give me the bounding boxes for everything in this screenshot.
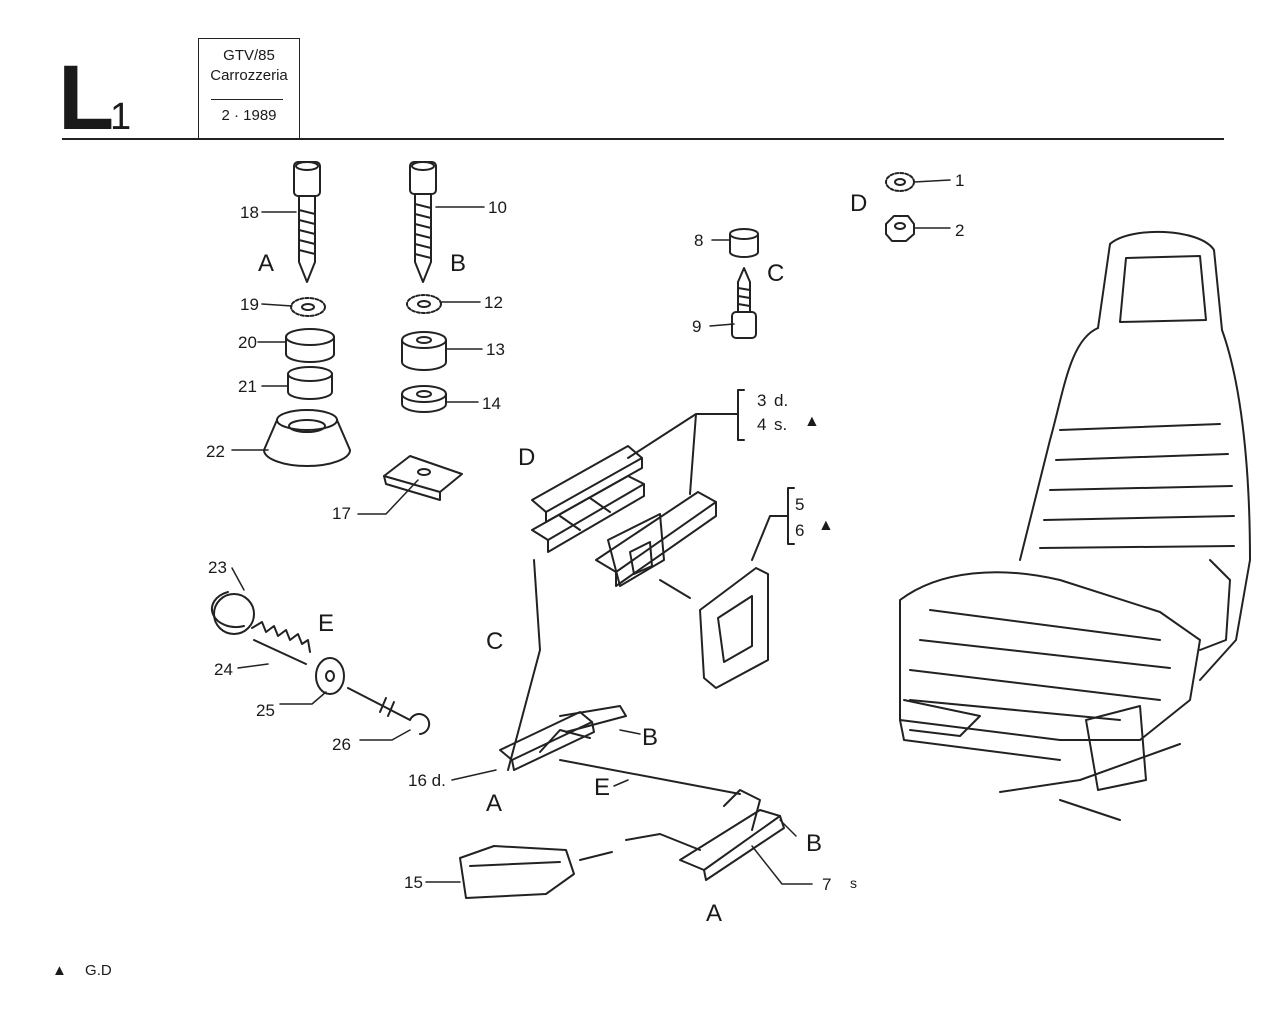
leader-lines — [231, 179, 951, 885]
ref-4: 4 — [757, 415, 767, 434]
spring-assembly-drawing — [211, 591, 431, 735]
ref-8: 8 — [694, 231, 704, 250]
ref-16: 16 d. — [408, 771, 446, 790]
star-washers-drawing — [290, 294, 442, 317]
date-label: 2 · 1989 — [221, 107, 277, 124]
ref-25: 25 — [256, 701, 275, 720]
rubber-mount-22-drawing — [263, 409, 351, 467]
ref-17: 17 — [332, 504, 351, 523]
ref-2: 2 — [955, 221, 965, 240]
legend-triangle-icon: ▲ — [52, 962, 67, 979]
ref-4-suffix: s. — [774, 415, 788, 434]
ref-10: 10 — [488, 198, 507, 217]
ref-9: 9 — [692, 317, 702, 336]
legend-text: G.D — [85, 962, 112, 979]
ref-23: 23 — [208, 558, 227, 577]
group-label-d-rails: D — [518, 444, 536, 471]
slide-mechanism-drawing — [459, 559, 785, 899]
group-label-e-spring: E — [318, 610, 335, 637]
group-label-d-top: D — [850, 190, 868, 217]
bushings-left-drawing — [285, 328, 335, 400]
plate-17-drawing — [383, 455, 463, 501]
washers-d-drawing — [885, 172, 915, 242]
description-label: Carrozzeria — [210, 67, 288, 84]
reference-brackets — [627, 389, 795, 561]
ref-7-suffix: s — [850, 875, 857, 891]
ref-6: 6 — [795, 521, 805, 540]
ref-21: 21 — [238, 377, 257, 396]
header-rule — [62, 138, 1224, 140]
ref-7: 7 — [822, 875, 832, 894]
gd-marker-3-4: ▲ — [804, 413, 820, 430]
gd-marker-5-6: ▲ — [818, 517, 834, 534]
ref-1: 1 — [955, 171, 965, 190]
group-label-a-top: A — [258, 250, 275, 277]
group-label-b-bottom: B — [806, 830, 823, 857]
ref-26: 26 — [332, 735, 351, 754]
title-block: GTV/85 Carrozzeria 2 · 1989 — [198, 38, 300, 140]
ref-12: 12 — [484, 293, 503, 312]
legend: ▲ G.D — [52, 962, 112, 979]
group-label-b-mid: B — [642, 724, 659, 751]
spacer-8-bolt-9-drawing — [729, 228, 759, 339]
trim-cover-drawing — [659, 567, 769, 689]
section-number: 1 — [110, 96, 132, 138]
ref-19: 19 — [240, 295, 259, 314]
seat-rail-assembly-drawing — [531, 445, 717, 587]
model-label: GTV/85 — [223, 47, 275, 64]
group-label-c-rails: C — [486, 628, 504, 655]
bushings-right-drawing — [401, 331, 447, 413]
bolt-18-drawing — [293, 161, 321, 283]
group-label-a-mid: A — [486, 790, 503, 817]
bolt-10-drawing — [409, 161, 437, 283]
group-label-a-bottom: A — [706, 900, 723, 927]
title-divider — [211, 99, 283, 100]
ref-3-suffix: d. — [774, 391, 789, 410]
group-label-c-top: C — [767, 260, 785, 287]
group-label-e-rails: E — [594, 774, 611, 801]
group-label-b-top: B — [450, 250, 467, 277]
ref-20: 20 — [238, 333, 257, 352]
ref-24: 24 — [214, 660, 233, 679]
ref-18: 18 — [240, 203, 259, 222]
seat-drawing — [899, 230, 1251, 821]
ref-14: 14 — [482, 394, 501, 413]
ref-5: 5 — [795, 495, 805, 514]
ref-15: 15 — [404, 873, 423, 892]
ref-22: 22 — [206, 442, 225, 461]
section-letter: L — [58, 47, 114, 149]
ref-13: 13 — [486, 340, 505, 359]
ref-3: 3 — [757, 391, 767, 410]
